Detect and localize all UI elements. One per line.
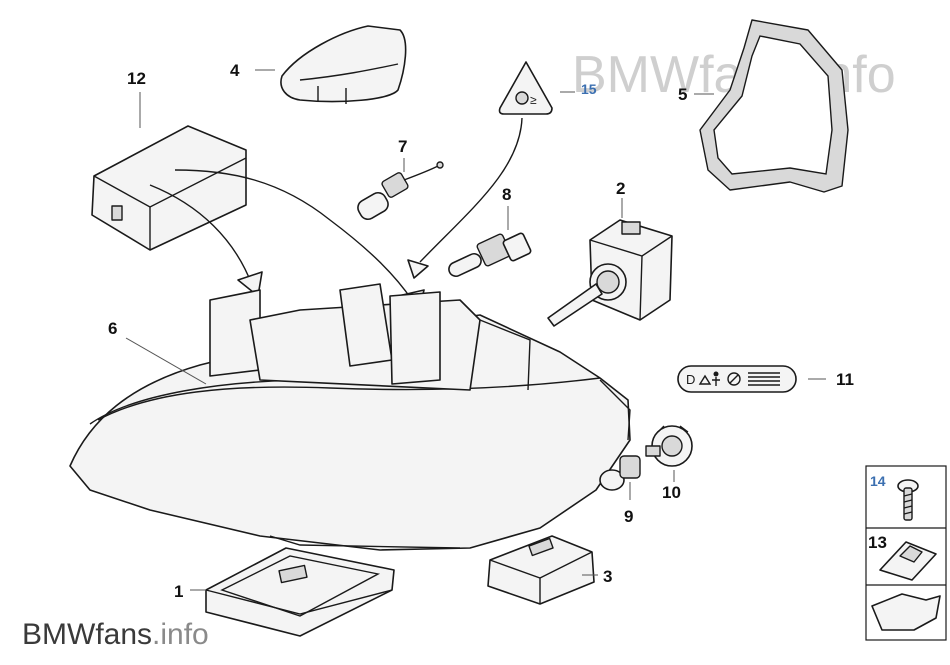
- part-6-headlight-housing[interactable]: [69, 283, 631, 551]
- label-13: 13: [868, 533, 887, 552]
- arrow-head-15: [407, 259, 429, 279]
- label-12: 12: [127, 69, 146, 88]
- label-7: 7: [398, 137, 407, 156]
- label-6: 6: [108, 319, 117, 338]
- svg-text:D: D: [686, 372, 695, 387]
- part-10-socket[interactable]: [645, 425, 693, 467]
- label-9: 9: [624, 507, 633, 526]
- part-8-bulb[interactable]: [447, 232, 532, 278]
- part-1-control-unit[interactable]: [205, 547, 395, 637]
- part-4-cap[interactable]: [280, 25, 407, 104]
- label-2: 2: [616, 179, 625, 198]
- svg-text:≥: ≥: [530, 93, 537, 107]
- leader-6: [125, 337, 207, 385]
- part-7-bulb[interactable]: [355, 161, 444, 222]
- arrow-line-15: [419, 117, 523, 263]
- part-14-screw[interactable]: [897, 479, 919, 521]
- label-14: 14: [870, 473, 886, 489]
- part-13-nut[interactable]: [879, 541, 937, 581]
- arrow-line-a: [149, 184, 253, 286]
- arrow-line-b: [174, 169, 413, 301]
- label-3: 3: [603, 567, 612, 586]
- watermark-bottom-main: BMWfans: [22, 618, 152, 651]
- label-8: 8: [502, 185, 511, 204]
- label-5: 5: [678, 85, 687, 104]
- part-9-bulb[interactable]: [599, 455, 641, 491]
- label-15: 15: [581, 81, 597, 97]
- part-15-warning-label[interactable]: ≥: [498, 61, 553, 115]
- bent-arrow-icon: [871, 593, 941, 631]
- watermark-bottom: BMWfans.info: [22, 618, 209, 651]
- label-4: 4: [230, 61, 240, 80]
- part-5-gasket[interactable]: [699, 19, 849, 193]
- label-1: 1: [174, 582, 183, 601]
- part-2-xenon-igniter[interactable]: [547, 219, 673, 327]
- label-11: 11: [836, 370, 854, 389]
- part-11-info-label[interactable]: D: [677, 365, 797, 393]
- watermark-bottom-suffix: .info: [152, 618, 209, 651]
- part-12-cover-box[interactable]: [91, 125, 247, 251]
- part-3-igniter-module[interactable]: [487, 535, 595, 605]
- label-10: 10: [662, 483, 681, 502]
